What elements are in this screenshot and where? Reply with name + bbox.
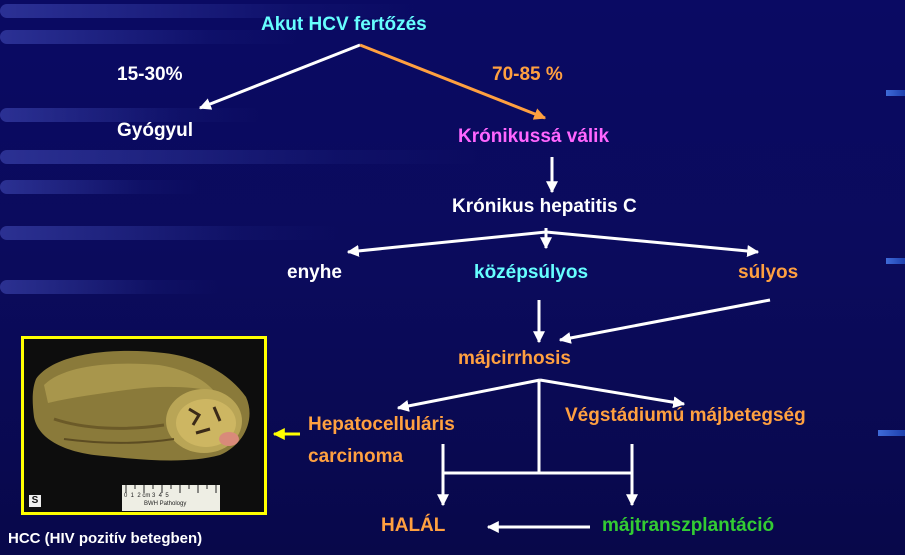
node-hcc-line2: carcinoma: [308, 446, 403, 468]
arrow-to-sulyos: [546, 232, 758, 252]
branch-right-percent: 70-85 %: [492, 64, 563, 86]
node-kozepsulyos: középsúlyos: [474, 262, 588, 284]
photo-caption: HCC (HIV pozitív betegben): [8, 530, 202, 547]
node-kronikussa-valik: Krónikussá válik: [458, 126, 609, 148]
arrow-to-hcc: [398, 380, 540, 408]
ruler-scale-text: 0 1 2 cm 3 4 5: [124, 493, 169, 499]
specimen-logo: S: [29, 495, 41, 507]
node-hcc-line1: Hepatocelluláris: [308, 414, 455, 436]
node-gyogyul: Gyógyul: [117, 120, 193, 142]
hcc-liver-photo: 0 1 2 cm 3 4 5 BWH Pathology S: [21, 336, 267, 515]
node-sulyos: súlyos: [738, 262, 798, 284]
specimen-ruler: 0 1 2 cm 3 4 5 BWH Pathology: [122, 485, 220, 511]
node-majtranszplantacio: májtranszplantáció: [602, 515, 774, 537]
node-halal: HALÁL: [381, 515, 445, 537]
node-majcirrhosis: májcirrhosis: [458, 348, 571, 370]
arrow-from-sulyos: [560, 300, 770, 340]
branch-left-percent: 15-30%: [117, 64, 183, 86]
node-kronikus-hepatitis: Krónikus hepatitis C: [452, 196, 637, 218]
arrow-to-vegstadium: [540, 380, 684, 404]
node-enyhe: enyhe: [287, 262, 342, 284]
arrow-to-gyogyul: [200, 45, 360, 108]
node-vegstadium: Végstádiumú májbetegség: [565, 405, 806, 427]
ruler-label: BWH Pathology: [144, 501, 186, 507]
title-akut-hcv: Akut HCV fertőzés: [261, 14, 427, 36]
arrow-to-enyhe: [348, 232, 546, 252]
